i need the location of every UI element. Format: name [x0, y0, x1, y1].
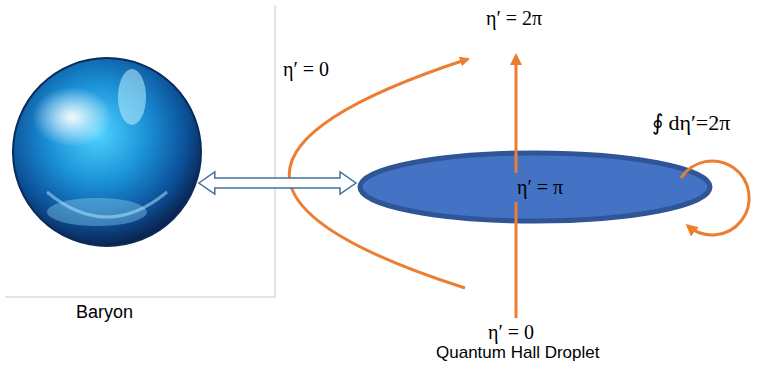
frame-line	[275, 5, 276, 297]
droplet-ellipse: η′ = π	[357, 150, 713, 224]
frame-line	[5, 297, 275, 298]
vertical-arrow	[515, 56, 518, 173]
phase-label: η′ = 0	[488, 321, 534, 344]
phase-label: ∮ dη′=2π	[652, 110, 730, 135]
node-label: η′ = π	[517, 176, 563, 199]
phase-label: η′ = 2π	[486, 7, 542, 30]
node-heading: Baryon	[76, 302, 133, 323]
baryon-sphere: Baryon	[12, 57, 202, 247]
sphere-shape	[12, 57, 202, 247]
double-arrow	[199, 172, 356, 194]
vertical-line	[515, 202, 518, 318]
phase-label: η′ = 0	[283, 58, 329, 81]
caption-label: Quantum Hall Droplet	[436, 343, 599, 363]
